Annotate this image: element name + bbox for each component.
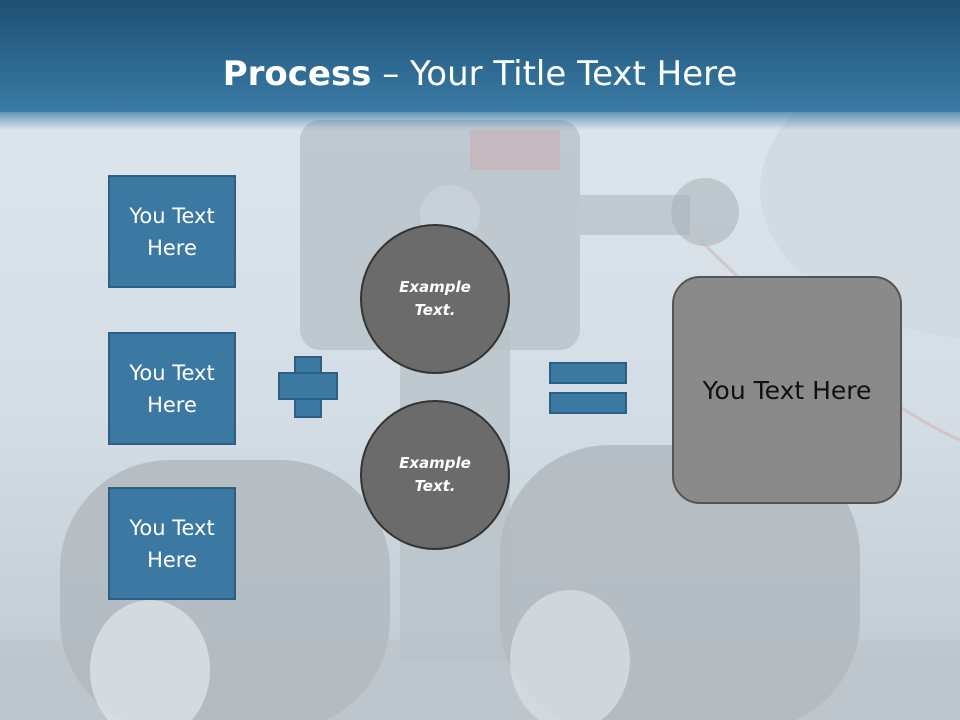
result-box: You Text Here (672, 276, 902, 504)
equals-bottom-bar (549, 392, 627, 414)
equals-top-bar (549, 362, 627, 384)
title-bar-fade (0, 108, 960, 130)
result-box-label: You Text Here (702, 375, 872, 405)
example-circle-2-label: Example Text. (399, 454, 471, 495)
title-rest: – Your Title Text Here (371, 54, 738, 94)
plus-center (296, 374, 320, 398)
example-circle-2: Example Text. (360, 400, 510, 550)
text-box-1-label: You Text Here (129, 203, 215, 260)
text-box-2: You Text Here (108, 332, 236, 445)
title-bar (0, 0, 960, 112)
text-box-1: You Text Here (108, 175, 236, 288)
title-bold: Process (222, 54, 372, 94)
text-box-3: You Text Here (108, 487, 236, 600)
example-circle-1: Example Text. (360, 224, 510, 374)
slide-title: Process – Your Title Text Here (0, 52, 960, 96)
example-circle-1-label: Example Text. (399, 278, 471, 319)
text-box-2-label: You Text Here (129, 360, 215, 417)
text-box-3-label: You Text Here (129, 515, 215, 572)
